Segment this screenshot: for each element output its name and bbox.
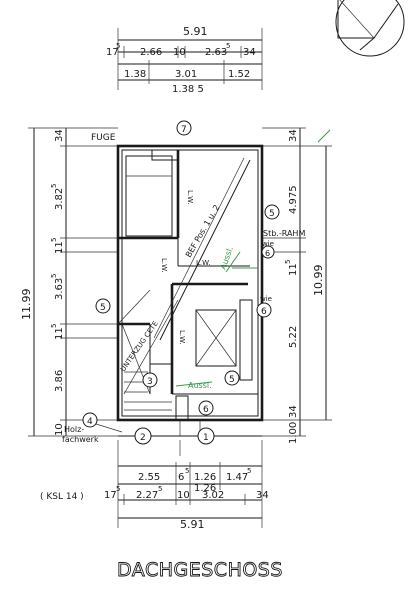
dim-top-r2-a: 1.38 bbox=[124, 69, 146, 80]
dim-bottom-r1-d: 1.47 bbox=[226, 472, 248, 483]
dim-right-d: 5.22 bbox=[288, 326, 299, 348]
stb-rahm-label: Stb.-RAHM bbox=[263, 229, 305, 238]
dim-bottom-r1-a: 2.55 bbox=[138, 472, 160, 483]
dim-left-b-sup: 5 bbox=[50, 184, 58, 188]
dim-left-g: 10 bbox=[54, 423, 65, 436]
green-note-1: Aussl. bbox=[218, 245, 235, 270]
dim-bottom-r2-d: 3.02 bbox=[202, 490, 224, 501]
dim-top-s2: 2.66 bbox=[140, 47, 162, 58]
dim-right-total: 10.99 bbox=[312, 265, 325, 297]
dim-bottom-r1-b: 6 bbox=[178, 472, 184, 483]
building-walls bbox=[116, 144, 264, 437]
lw-label-2: L.W. bbox=[160, 258, 168, 272]
dim-top-r2-b: 3.01 bbox=[175, 69, 197, 80]
dim-left-e-sup: 5 bbox=[50, 324, 58, 328]
holzfachwerk-label-2: fachwerk bbox=[62, 435, 99, 444]
green-note-2: Aussl. bbox=[188, 381, 212, 390]
lw-label-3: L.W. bbox=[196, 259, 210, 267]
dim-right-c-sup: 5 bbox=[284, 260, 292, 264]
bef-pos-label: BEF Pos. 1 u. 2 bbox=[184, 203, 221, 259]
dim-top-r2-c: 1.52 bbox=[228, 69, 250, 80]
dim-top-s3: 10 bbox=[173, 47, 186, 58]
dim-top-s1-sup: 5 bbox=[116, 42, 120, 50]
fuge-label: FUGE bbox=[91, 133, 116, 143]
dim-bottom-r2-a-sup: 5 bbox=[116, 485, 120, 493]
marker-5-bottom: 5 bbox=[229, 375, 235, 385]
dim-right-c: 11 bbox=[288, 263, 299, 276]
wie-label-2: wie bbox=[260, 295, 272, 303]
marker-6-bottom: 6 bbox=[203, 405, 209, 415]
axis-markers: 2 1 bbox=[117, 427, 263, 456]
dim-right-e: 34 bbox=[288, 405, 299, 418]
bottom-dimension-chain: 2.55 6 5 1.26 1.47 5 1.26 ( KSL 14 ) 17 … bbox=[40, 456, 269, 531]
dim-bottom-r2-a: 17 bbox=[104, 490, 117, 501]
marker-6-right: 6 bbox=[261, 307, 267, 317]
dim-left-f: 3.86 bbox=[54, 370, 65, 392]
dim-bottom-r2-b-sup: 5 bbox=[158, 485, 162, 493]
dim-bottom-r1-c2: 1.26 bbox=[194, 483, 216, 494]
wie-label-1: wie bbox=[262, 240, 274, 248]
top-dimension-chain: 5.91 17 5 2.66 10 2.63 5 34 1.38 3.01 1.… bbox=[106, 25, 263, 95]
marker-5-left: 5 bbox=[100, 303, 106, 313]
marker-4: 4 bbox=[87, 417, 93, 427]
dim-left-d: 3.63 bbox=[54, 278, 65, 300]
dim-top-r2-d: 1.38 5 bbox=[172, 84, 204, 95]
drawing-title: DACHGESCHOSS bbox=[117, 559, 283, 581]
dim-bottom-r2-b: 2.27 bbox=[136, 490, 158, 501]
marker-6-mid: 6 bbox=[265, 249, 270, 258]
green-annotations: Aussl. Aussl. bbox=[175, 245, 258, 390]
dim-bottom-total: 5.91 bbox=[180, 518, 205, 531]
holzfachwerk-label-1: Holz- bbox=[64, 425, 84, 434]
dim-left-d-sup: 5 bbox=[50, 274, 58, 278]
dim-right-b: 4.975 bbox=[288, 185, 299, 214]
lw-label-1: L.W. bbox=[186, 190, 194, 204]
circled-markers: 7 5 6 6 5 3 5 6 4 bbox=[82, 120, 280, 433]
dim-bottom-r2-c: 10 bbox=[177, 490, 190, 501]
dim-top-s4-sup: 5 bbox=[226, 42, 230, 50]
dim-bottom-r1-c: 1.26 bbox=[194, 472, 216, 483]
right-dimension-chain: 34 4.975 11 5 5.22 10.99 34 1.00 bbox=[262, 127, 332, 444]
dim-top-s5: 34 bbox=[243, 47, 256, 58]
marker-3: 3 bbox=[147, 377, 153, 387]
dim-top-s1: 17 bbox=[106, 47, 119, 58]
dim-top-s4: 2.63 bbox=[205, 47, 227, 58]
dim-left-a: 34 bbox=[54, 129, 65, 142]
left-dimension-chain: 11.99 34 3.82 5 11 5 3.63 5 11 5 3.86 10 bbox=[20, 127, 118, 437]
unterzug-label: UNTERZUG CETE bbox=[119, 320, 160, 373]
dim-bottom-r1-b-sup: 5 bbox=[185, 467, 189, 475]
dim-left-c-sup: 5 bbox=[50, 238, 58, 242]
lw-label-4: L.W. bbox=[178, 330, 186, 344]
north-arrow-icon bbox=[335, 0, 405, 57]
dim-left-total: 11.99 bbox=[20, 289, 33, 321]
ksl-note: ( KSL 14 ) bbox=[40, 492, 84, 502]
marker-7: 7 bbox=[181, 125, 187, 135]
dim-right-f: 1.00 bbox=[288, 422, 299, 444]
dim-bottom-r1-d-sup: 5 bbox=[247, 467, 251, 475]
dim-left-e: 11 bbox=[54, 327, 65, 340]
dim-right-a: 34 bbox=[288, 129, 299, 142]
dim-bottom-r2-e: 34 bbox=[256, 490, 269, 501]
dim-left-b: 3.82 bbox=[54, 188, 65, 210]
axis-marker-1: 1 bbox=[203, 433, 209, 443]
dim-top-total: 5.91 bbox=[183, 25, 208, 38]
marker-5-top: 5 bbox=[269, 209, 275, 219]
dim-left-c: 11 bbox=[54, 241, 65, 254]
axis-marker-2: 2 bbox=[140, 433, 146, 443]
